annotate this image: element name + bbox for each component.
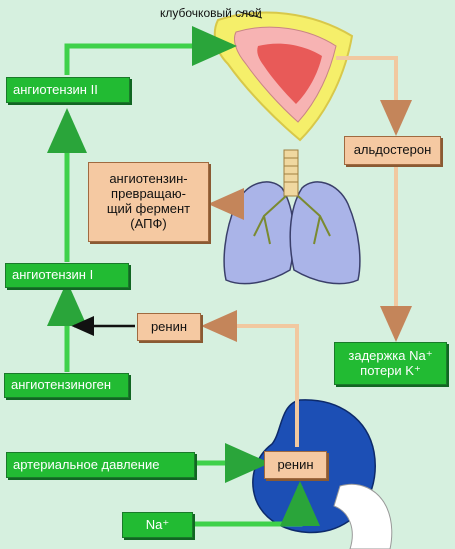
sodium-retention-box: задержка Na⁺ потери K⁺ <box>334 342 447 385</box>
renin-kidney-box: ренин <box>264 451 327 479</box>
peach-arrows <box>201 56 412 447</box>
lungs-illustration <box>223 149 361 285</box>
ace-box: ангиотензин- превращаю- щий фермент (АПФ… <box>88 162 209 242</box>
renin-top-box: ренин <box>137 313 201 341</box>
angiotensinogen-box: ангиотензиноген <box>4 373 129 398</box>
sodium-box: Na⁺ <box>122 512 193 538</box>
glomerular-layer-label: клубочковый слой <box>160 6 262 20</box>
green-arrows <box>47 26 320 527</box>
adrenal-gland-illustration <box>213 11 354 142</box>
angiotensin-i-box: ангиотензин I <box>5 263 129 288</box>
blood-pressure-box: артериальное давление <box>6 452 195 478</box>
aldosterone-box: альдостерон <box>344 136 441 165</box>
angiotensin-ii-box: ангиотензин II <box>6 77 130 103</box>
pointer-line <box>239 11 263 19</box>
